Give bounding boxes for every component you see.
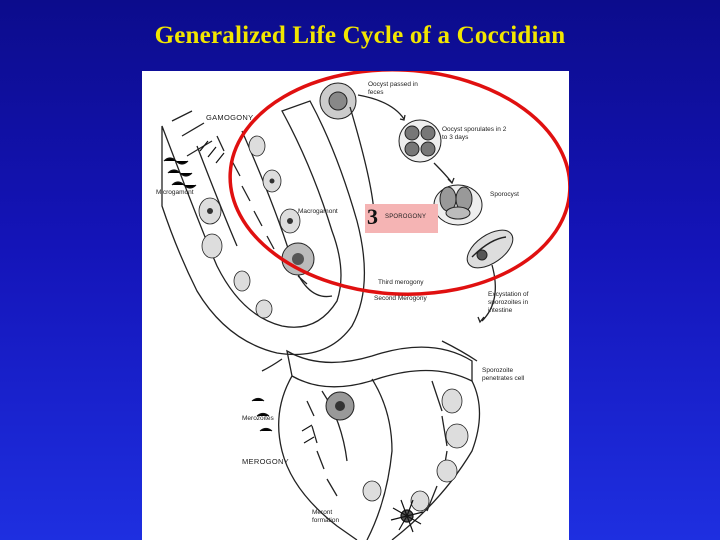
label-gamogony: GAMOGONY bbox=[206, 113, 254, 122]
label-sporozoite-penetrates: Sporozoite penetrates cell bbox=[482, 367, 525, 382]
slide-title: Generalized Life Cycle of a Coccidian bbox=[154, 22, 566, 49]
stage-name: SPOROGONY bbox=[385, 214, 427, 220]
upper-intestine-drawing bbox=[161, 100, 366, 356]
meront-rosette bbox=[390, 499, 424, 533]
sporogony-sequence bbox=[319, 82, 514, 269]
label-third-merogony: Third merogony bbox=[378, 279, 424, 286]
label-microgamont: Microgamont bbox=[156, 189, 194, 196]
meront-cell bbox=[325, 391, 355, 421]
sporogony-stage-box: 3 SPOROGONY bbox=[365, 204, 438, 233]
life-cycle-diagram: Oocyst passed in feces Oocyst sporulates… bbox=[142, 71, 569, 540]
label-macrogamont: Macrogamont bbox=[298, 208, 338, 215]
label-second-merogony: Second Merogony bbox=[374, 295, 427, 302]
label-meront-formation: Meront formation bbox=[312, 509, 340, 524]
label-merogony: MEROGONY bbox=[242, 457, 289, 466]
label-excystation: Excystation of sporozoites in intestine bbox=[488, 291, 529, 314]
label-oocyst-passed: Oocyst passed in feces bbox=[368, 81, 418, 96]
label-merozoites: Merozoites bbox=[242, 415, 274, 422]
large-gamont-cell bbox=[281, 242, 315, 276]
label-sporocyst: Sporocyst bbox=[490, 191, 519, 198]
label-oocyst-sporulates: Oocyst sporulates in 2 to 3 days bbox=[442, 126, 507, 141]
stage-number: 3 bbox=[367, 204, 378, 229]
lower-intestine-drawing bbox=[278, 346, 481, 540]
sporogony-highlight-circle bbox=[228, 71, 569, 296]
